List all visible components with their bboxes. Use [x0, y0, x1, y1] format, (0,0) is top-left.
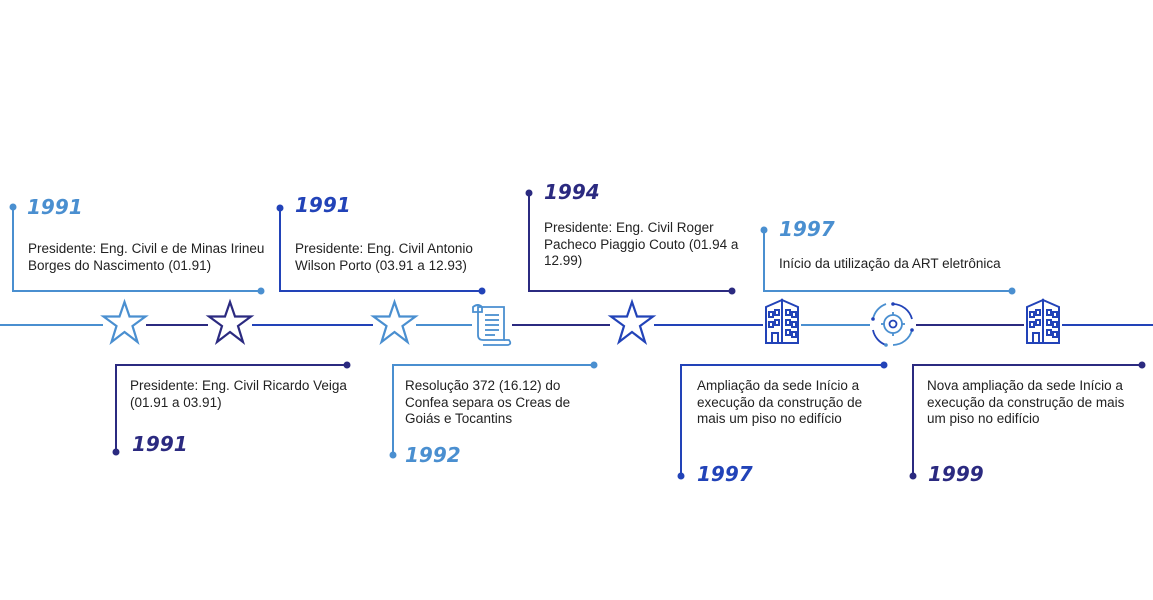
connector-dot [525, 189, 533, 197]
connector-dot [478, 287, 486, 295]
event-description: Início da utilização da ART eletrônica [779, 256, 1001, 271]
connector-dot [880, 361, 888, 369]
event-description: Presidente: Eng. Civil e de Minas Irineu… [28, 241, 265, 273]
connector-dot [590, 361, 598, 369]
connector-dot [909, 472, 917, 480]
connector-dot [257, 287, 265, 295]
star-icon [607, 298, 657, 345]
connector-dot [760, 226, 768, 234]
connector-dot [389, 451, 397, 459]
building-icon [765, 298, 799, 344]
event-description: Ampliação da sede Início a execução da c… [697, 378, 863, 426]
event-connector-6 [680, 364, 884, 476]
connector-dot [276, 204, 284, 212]
event-connector-7 [763, 230, 1012, 292]
star-icon [100, 298, 149, 345]
event-year: 1997 [697, 462, 753, 486]
event-connector-1 [12, 207, 261, 292]
event-year: 1992 [405, 443, 461, 467]
event-year: 1991 [132, 432, 188, 456]
connector-dot [1138, 361, 1146, 369]
star-icon [370, 298, 419, 345]
document-scroll-icon [472, 304, 512, 346]
connector-dot [677, 472, 685, 480]
connector-dot [728, 287, 736, 295]
digital-gear-icon [871, 302, 914, 347]
event-year: 1997 [779, 217, 835, 241]
event-year: 1991 [27, 195, 83, 219]
event-description: Presidente: Eng. Civil Roger Pacheco Pia… [544, 220, 739, 268]
connector-dot [9, 203, 17, 211]
connector-dot [112, 448, 120, 456]
star-icon [205, 298, 255, 345]
event-connector-8 [912, 364, 1142, 476]
event-description: Presidente: Eng. Civil Antonio Wilson Po… [295, 241, 473, 273]
event-description: Presidente: Eng. Civil Ricardo Veiga (01… [130, 378, 347, 410]
event-description: Resolução 372 (16.12) do Confea separa o… [405, 378, 571, 426]
event-description: Nova ampliação da sede Início a execução… [927, 378, 1125, 426]
connector-dot [343, 361, 351, 369]
event-connector-5 [528, 193, 732, 292]
event-year: 1991 [295, 193, 351, 217]
event-year: 1999 [928, 462, 984, 486]
building-icon [1026, 298, 1060, 344]
event-connector-4 [392, 364, 594, 455]
connector-dot [1008, 287, 1016, 295]
event-connector-2 [115, 364, 347, 452]
event-connector-3 [279, 208, 482, 292]
event-year: 1994 [544, 180, 600, 204]
